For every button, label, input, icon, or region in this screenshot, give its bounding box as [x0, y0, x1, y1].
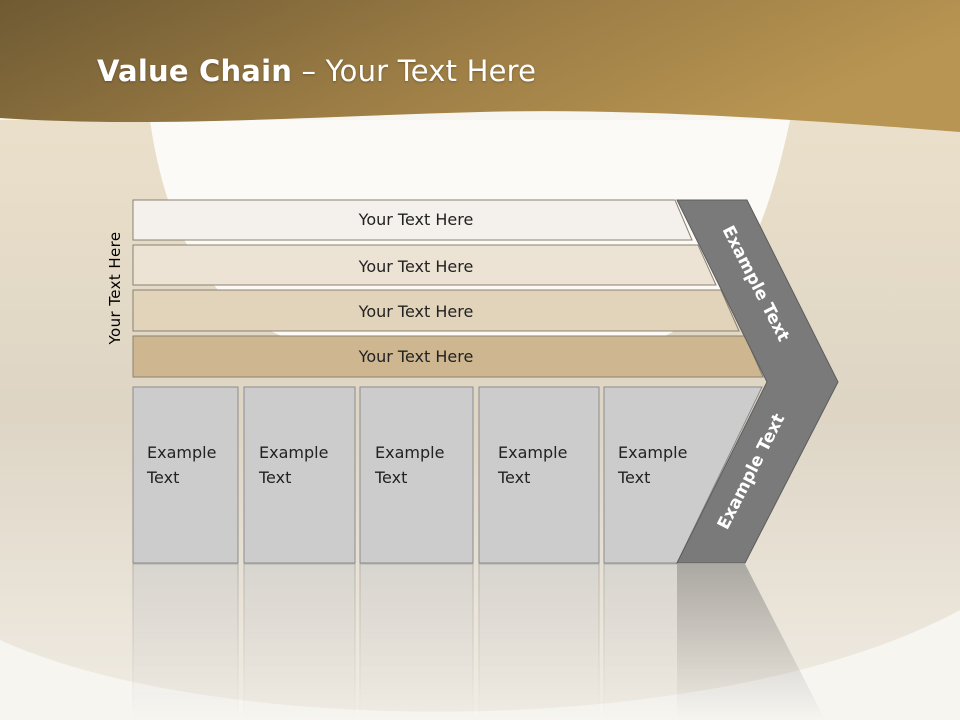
row-4: Your Text Here	[132, 335, 764, 378]
row-2-label: Your Text Here	[358, 257, 474, 276]
box-5-line1: Example	[618, 443, 687, 462]
box-1-line2: Text	[146, 468, 179, 487]
header-band	[0, 0, 960, 132]
box-2-line1: Example	[259, 443, 328, 462]
box-2-line2: Text	[258, 468, 291, 487]
row-1-label: Your Text Here	[358, 210, 474, 229]
box-5-line2: Text	[617, 468, 650, 487]
box-4-line2: Text	[497, 468, 530, 487]
slide-title-bold: Value Chain	[97, 54, 293, 88]
slide-title: Value Chain – Your Text Here	[97, 54, 536, 88]
box-1-line1: Example	[147, 443, 216, 462]
diagram-reflection	[132, 563, 826, 720]
row-3: Your Text Here	[132, 289, 740, 332]
side-axis-label: Your Text Here	[106, 231, 124, 345]
box-4-line1: Example	[498, 443, 567, 462]
slide-title-rest: – Your Text Here	[292, 54, 537, 88]
box-3-line2: Text	[374, 468, 407, 487]
row-3-label: Your Text Here	[358, 302, 474, 321]
row-4-label: Your Text Here	[358, 347, 474, 366]
row-1: Your Text Here	[132, 199, 693, 241]
row-2: Your Text Here	[132, 244, 717, 286]
box-3-line1: Example	[375, 443, 444, 462]
